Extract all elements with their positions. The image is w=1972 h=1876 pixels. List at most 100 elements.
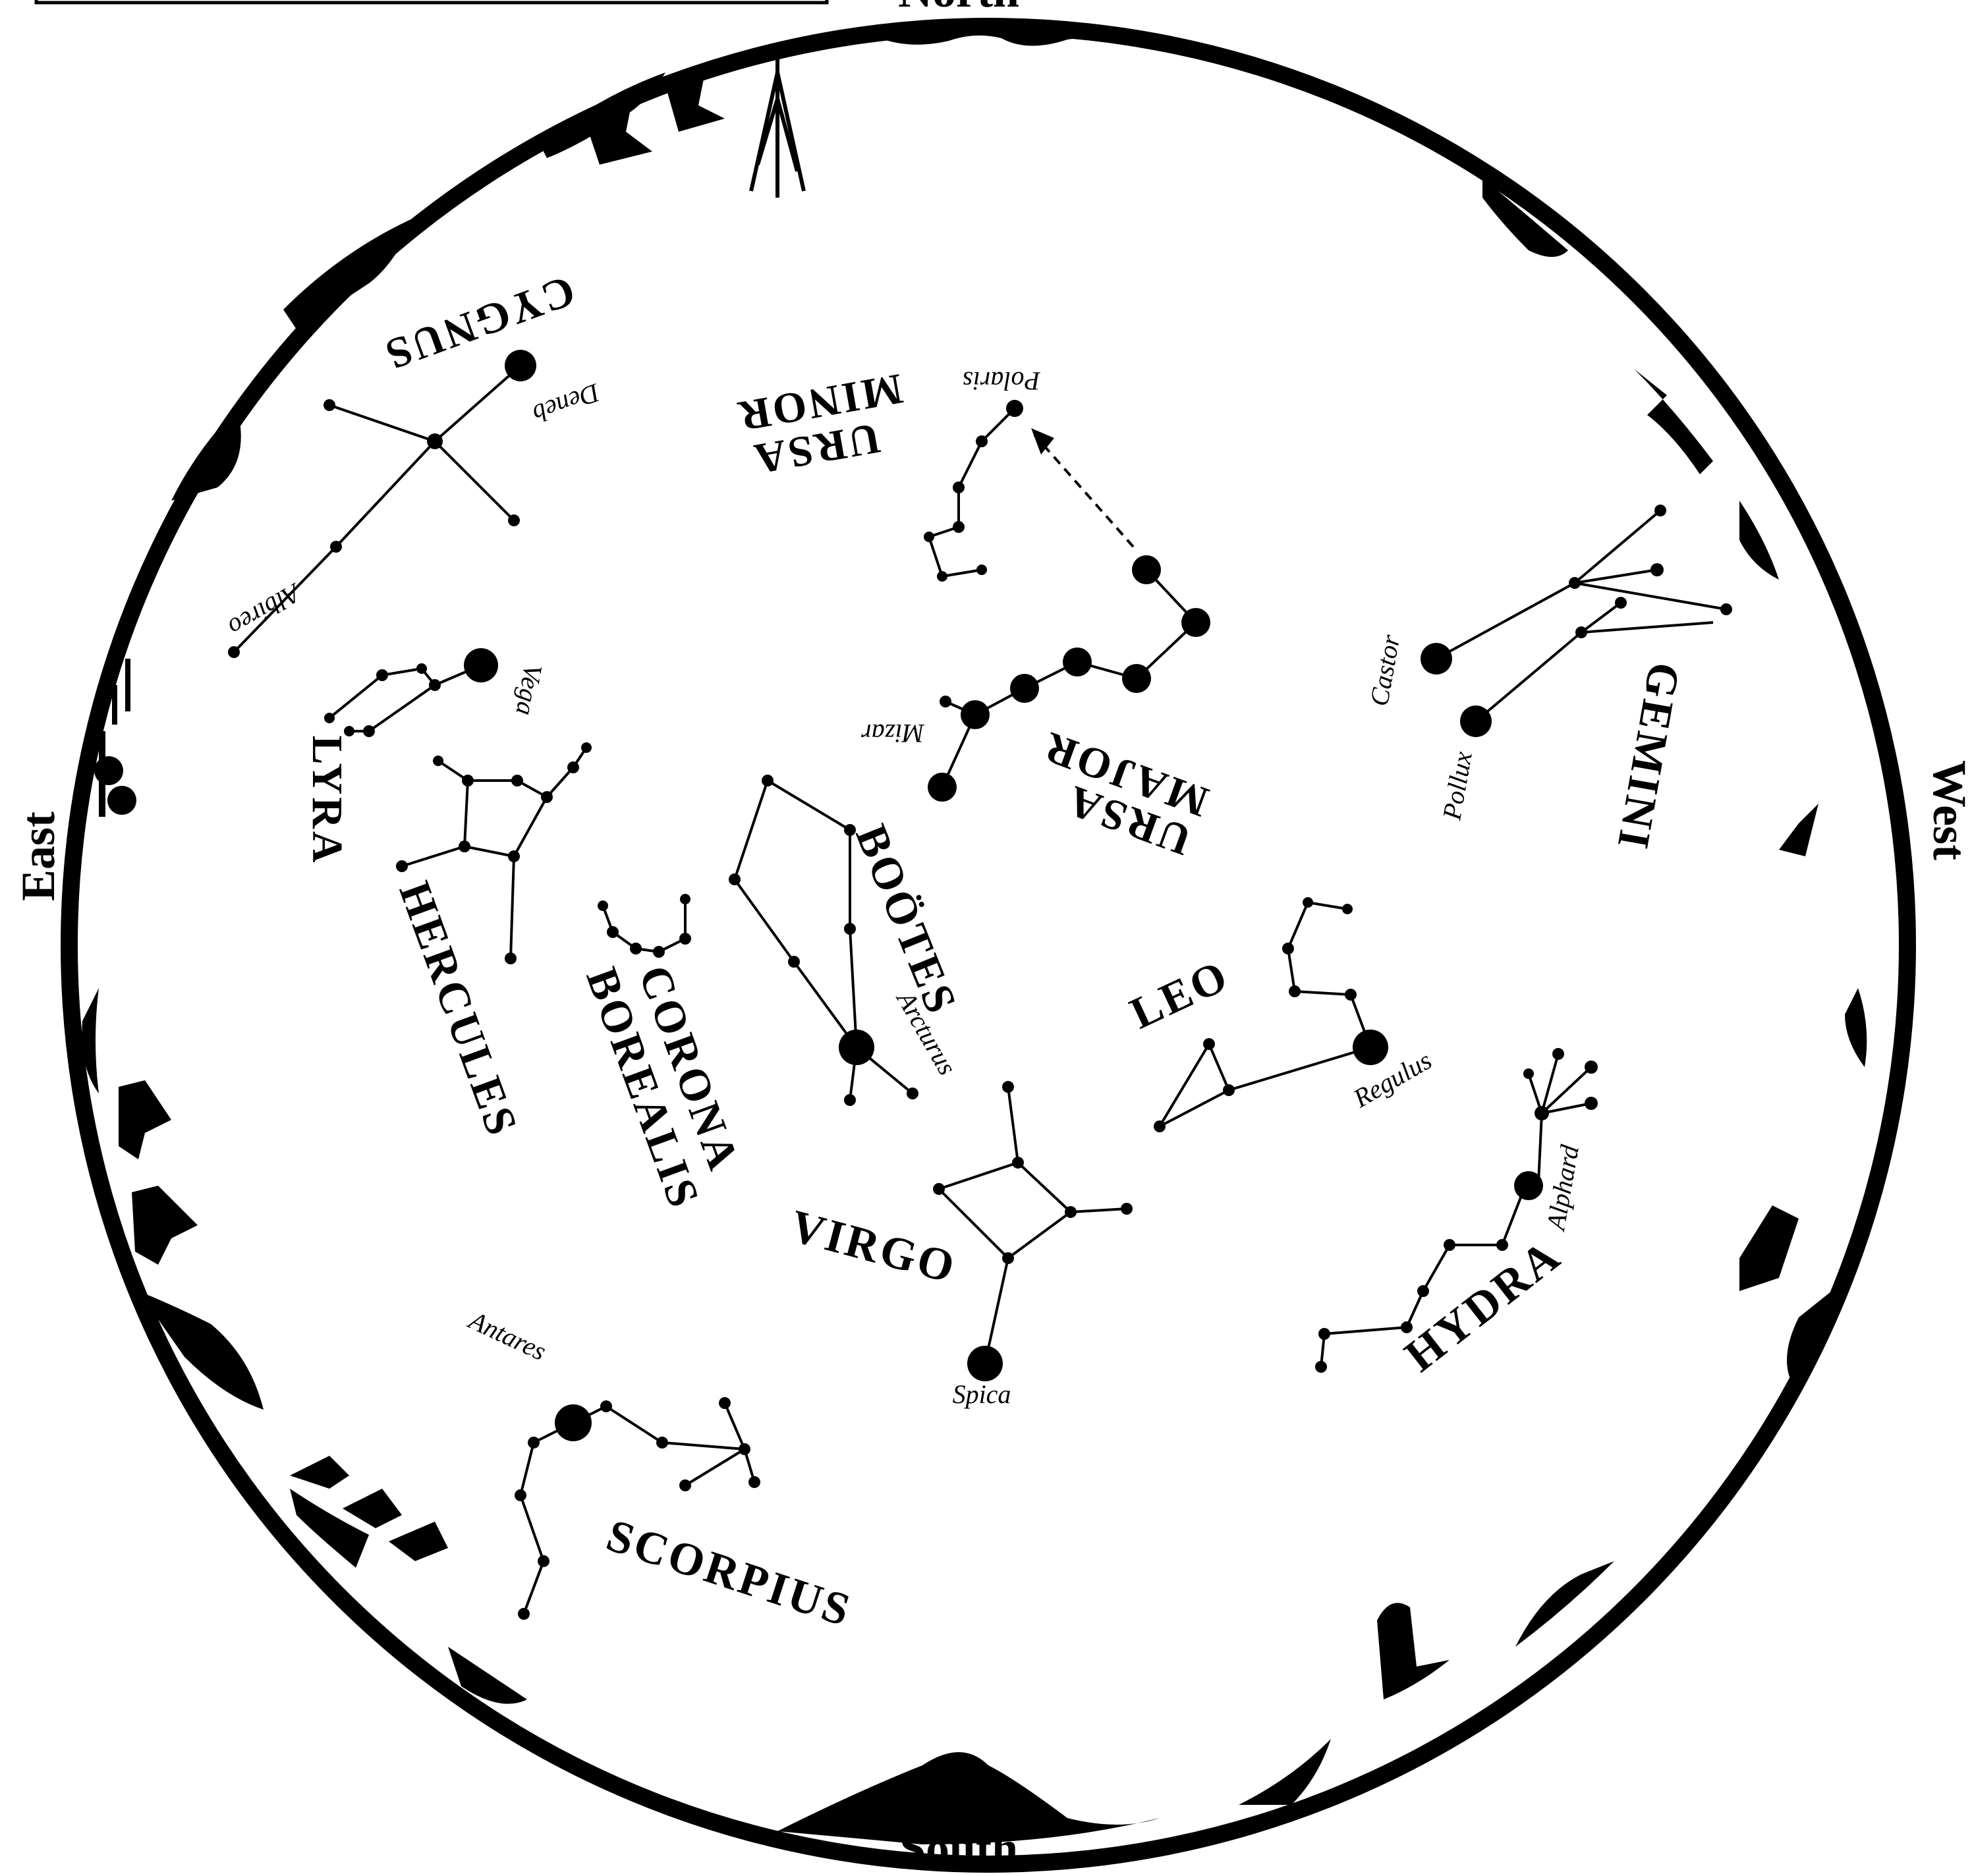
star xyxy=(1720,603,1732,615)
mizar-label: Mizar xyxy=(861,719,925,748)
star xyxy=(656,1437,668,1448)
spica-label: Spica xyxy=(953,1379,1011,1409)
antares-star xyxy=(555,1404,592,1441)
lyra-label: LYRA xyxy=(303,736,351,866)
star xyxy=(1122,664,1151,693)
star xyxy=(748,1476,760,1488)
star xyxy=(462,775,474,786)
star xyxy=(598,900,608,911)
star xyxy=(363,725,375,737)
star xyxy=(1496,1239,1508,1251)
spica-star xyxy=(967,1346,1003,1381)
north-label: North xyxy=(898,0,1019,17)
star xyxy=(680,894,690,904)
star xyxy=(653,946,665,958)
star xyxy=(427,433,443,449)
star xyxy=(1121,1203,1133,1215)
star xyxy=(376,669,388,681)
star xyxy=(1615,597,1627,609)
star xyxy=(1345,989,1357,1001)
star xyxy=(928,773,957,802)
star xyxy=(1065,1206,1077,1218)
star xyxy=(1585,1061,1598,1074)
regulus-star xyxy=(1353,1030,1388,1065)
star xyxy=(416,663,427,674)
star xyxy=(330,541,342,553)
star xyxy=(505,952,517,964)
star xyxy=(1282,943,1294,954)
star xyxy=(1444,1239,1455,1251)
star xyxy=(433,756,443,766)
star xyxy=(1012,1157,1024,1169)
albireo-star xyxy=(228,646,240,658)
star xyxy=(324,399,335,411)
star xyxy=(844,923,856,935)
star xyxy=(907,1088,918,1099)
south-label: South xyxy=(899,1822,1018,1875)
star xyxy=(729,873,741,885)
star xyxy=(630,943,642,954)
star xyxy=(940,696,951,707)
star xyxy=(788,956,800,968)
star xyxy=(515,1489,526,1501)
star xyxy=(1523,1068,1534,1079)
star xyxy=(1552,1048,1564,1060)
east-label: East xyxy=(12,812,65,901)
star xyxy=(762,775,774,786)
star xyxy=(1002,1252,1014,1264)
vega-star xyxy=(464,648,498,682)
star xyxy=(1154,1120,1166,1132)
star xyxy=(739,1443,750,1455)
top-left-frame xyxy=(36,0,827,3)
star xyxy=(538,1555,549,1567)
star xyxy=(508,850,520,862)
star xyxy=(924,532,934,542)
star xyxy=(1063,648,1092,676)
star xyxy=(1223,1084,1235,1096)
star xyxy=(1318,1328,1330,1340)
star xyxy=(976,435,988,447)
arcturus-star xyxy=(839,1030,874,1065)
star xyxy=(429,679,441,691)
star xyxy=(976,565,987,575)
star xyxy=(719,1397,731,1409)
star xyxy=(953,521,965,533)
west-label: West xyxy=(1923,760,1972,860)
star xyxy=(508,514,520,526)
star xyxy=(1303,897,1313,908)
star xyxy=(1569,577,1581,589)
deneb-star xyxy=(505,350,536,381)
star xyxy=(1132,555,1161,584)
star xyxy=(324,713,335,723)
star xyxy=(679,1479,691,1491)
star xyxy=(1575,626,1587,638)
polaris-label: Polaris xyxy=(963,366,1041,396)
star xyxy=(528,1437,540,1448)
star xyxy=(567,761,579,773)
star xyxy=(1342,904,1353,914)
star xyxy=(1650,563,1664,576)
star xyxy=(1002,1081,1014,1093)
star xyxy=(518,1608,530,1620)
horizon-circle xyxy=(69,26,1907,1864)
star xyxy=(396,860,408,872)
star xyxy=(1181,608,1210,637)
star xyxy=(844,1094,856,1106)
star xyxy=(581,742,592,753)
polaris-star xyxy=(1006,400,1023,417)
star xyxy=(600,1400,612,1412)
star xyxy=(1010,674,1039,703)
star xyxy=(607,926,619,938)
star xyxy=(1203,1038,1215,1050)
castor-star xyxy=(1421,643,1452,675)
star xyxy=(1535,1106,1549,1120)
star xyxy=(511,775,523,786)
star xyxy=(933,1183,945,1195)
star xyxy=(1585,1097,1598,1110)
star xyxy=(459,841,470,852)
star xyxy=(541,791,553,803)
alphard-star xyxy=(1514,1171,1543,1200)
star xyxy=(679,933,691,945)
star xyxy=(1417,1285,1429,1297)
